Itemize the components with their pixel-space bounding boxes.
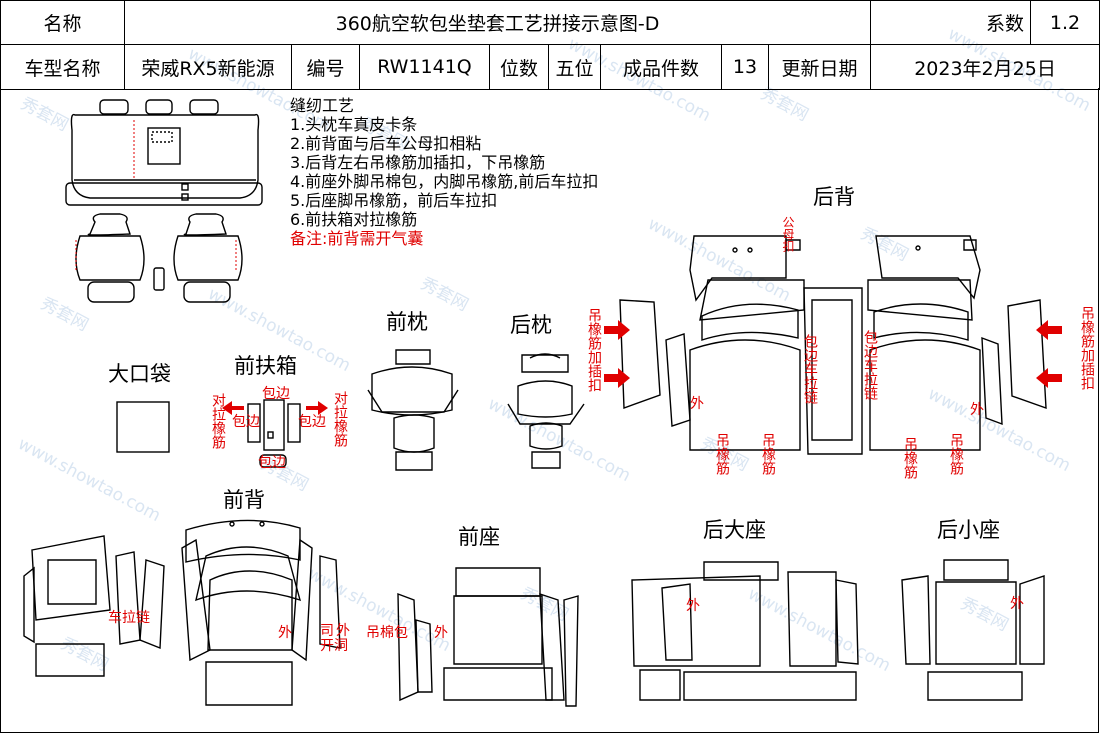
note-item: 6.前扶箱对拉橡筋 (290, 210, 418, 229)
annotation-si: 司 (320, 623, 334, 639)
note-item: 1.头枕车真皮卡条 (290, 115, 418, 134)
annotation-outside: 外 (970, 402, 984, 418)
label-rear-headrest: 后枕 (510, 313, 552, 337)
front-seat-pieces (397, 567, 579, 707)
pieces-value: 13 (721, 44, 769, 90)
front-headrest-pieces (367, 349, 459, 471)
big-pocket-piece (116, 401, 170, 453)
annotation-edge: 包边 (232, 414, 260, 430)
annotation-edge: 包边 (262, 386, 290, 402)
label-rear-small-seat: 后小座 (937, 518, 1000, 542)
drawing-frame (0, 88, 1099, 733)
code-label: 编号 (291, 44, 360, 90)
seats-value: 五位 (548, 44, 601, 90)
sewing-notes: 缝纫工艺 1.头枕车真皮卡条 2.前背面与后车公母扣相粘 3.后背左右吊橡筋加插… (290, 96, 598, 248)
front-back-pieces (23, 519, 341, 706)
annotation-outside: 外 (434, 625, 448, 641)
label-front-armrest: 前扶箱 (234, 354, 297, 378)
annotation-hang-elastic-right: 吊橡筋加插扣 (1079, 306, 1095, 390)
date-value: 2023年2月25日 (870, 44, 1100, 90)
pieces-label: 成品件数 (600, 44, 722, 90)
coefficient-value: 1.2 (1030, 0, 1100, 45)
annotation-edge-zip-left: 包边车拉链 (802, 334, 818, 404)
label-front-seat: 前座 (458, 525, 500, 549)
annotation-outside: 外 (686, 598, 700, 614)
annotation-outside: 外 (278, 625, 292, 641)
annotation-cotton-pack: 吊棉包 (366, 625, 408, 641)
label-big-pocket: 大口袋 (108, 362, 171, 386)
rear-bench-thumbnail (65, 99, 263, 206)
red-arrows (222, 320, 1062, 415)
annotation-edge: 包边 (298, 414, 326, 430)
rear-big-seat-pieces (631, 561, 859, 701)
annotation-outside: 外 (1010, 596, 1024, 612)
rear-headrest-pieces (507, 353, 585, 469)
note-item: 4.前座外脚吊棉包，内脚吊橡筋,前后车拉扣 (290, 172, 599, 191)
annotation-airbag-outside: 外 (336, 623, 350, 639)
note-item: 2.前背面与后车公母扣相粘 (290, 134, 482, 153)
header-table: 名称 360航空软包坐垫套工艺拼接示意图-D 系数 1.2 车型名称 荣威RX5… (0, 0, 1100, 90)
label-rear-back: 后背 (813, 185, 855, 209)
rear-small-seat-pieces (901, 559, 1045, 701)
annotation-pull-elastic-left: 对拉橡筋 (210, 393, 226, 449)
annotation-hang-elastic: 吊橡筋 (948, 433, 964, 475)
annotation-hang-elastic: 吊橡筋 (902, 437, 918, 479)
notes-heading: 缝纫工艺 (290, 96, 355, 115)
note-item: 5.后座脚吊橡筋，前后车拉扣 (290, 191, 498, 210)
front-armrest-pieces (247, 399, 301, 468)
note-item: 3.后背左右吊橡筋加插扣，下吊橡筋 (290, 153, 546, 172)
annotation-zipper: 车拉链 (108, 610, 150, 626)
annotation-hang-elastic: 吊橡筋 (714, 433, 730, 475)
name-label: 名称 (0, 0, 125, 45)
rear-back-left-pieces (619, 235, 863, 455)
document-title: 360航空软包坐垫套工艺拼接示意图-D (123, 0, 872, 45)
label-front-headrest: 前枕 (386, 310, 428, 334)
annotation-edge: 包边 (258, 455, 286, 471)
annotation-outside: 外 (690, 396, 704, 412)
seats-label: 位数 (489, 44, 549, 90)
label-rear-big-seat: 后大座 (703, 518, 766, 542)
notes-remark: 备注:前背需开气囊 (290, 229, 424, 248)
annotation-edge-zip-right: 包边车拉链 (862, 330, 878, 400)
code-value: RW1141Q (359, 44, 490, 90)
annotation-pull-elastic-right: 对拉橡筋 (332, 391, 348, 447)
date-label: 更新日期 (767, 44, 872, 90)
annotation-airbag-open: 开洞 (320, 638, 348, 654)
front-seat-thumbnails (75, 213, 243, 303)
label-front-back: 前背 (223, 488, 265, 512)
annotation-male-buckle: 公母扣 (781, 216, 795, 252)
annotation-hang-elastic: 吊橡筋 (760, 433, 776, 475)
rear-back-right-pieces (867, 235, 1047, 451)
annotation-hang-elastic-left: 吊橡筋加插扣 (586, 308, 602, 392)
